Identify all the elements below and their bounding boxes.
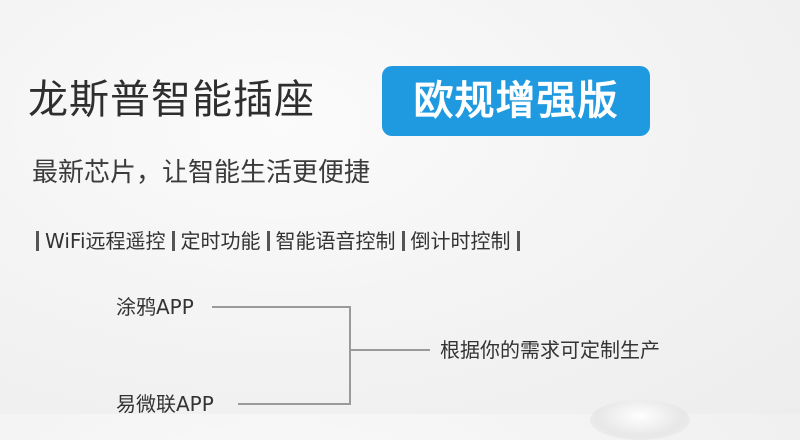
separator	[36, 231, 39, 251]
feature-voice: 智能语音控制	[275, 229, 396, 253]
subtitle: 最新芯片，让智能生活更便捷	[32, 158, 371, 188]
app-label-tuya: 涂鸦APP	[116, 295, 194, 319]
separator	[266, 231, 270, 251]
connector-line-vertical	[349, 306, 351, 405]
edition-badge: 欧规增强版	[382, 66, 650, 136]
feature-list: WiFi远程遥控 定时功能 智能语音控制 倒计时控制	[30, 226, 526, 256]
product-title: 龙斯普智能插座	[28, 77, 315, 123]
connector-line-top	[212, 306, 350, 308]
product-image-edge	[590, 400, 690, 440]
feature-countdown: 倒计时控制	[410, 229, 511, 253]
app-label-ewelink: 易微联APP	[116, 392, 214, 416]
separator	[516, 231, 520, 251]
separator	[171, 231, 175, 251]
custom-production-text: 根据你的需求可定制生产	[440, 338, 660, 362]
connector-line-result	[350, 349, 430, 351]
feature-wifi: WiFi远程遥控	[45, 229, 166, 253]
feature-timer: 定时功能	[180, 229, 261, 253]
connector-line-bottom	[238, 403, 350, 405]
separator	[401, 231, 405, 251]
